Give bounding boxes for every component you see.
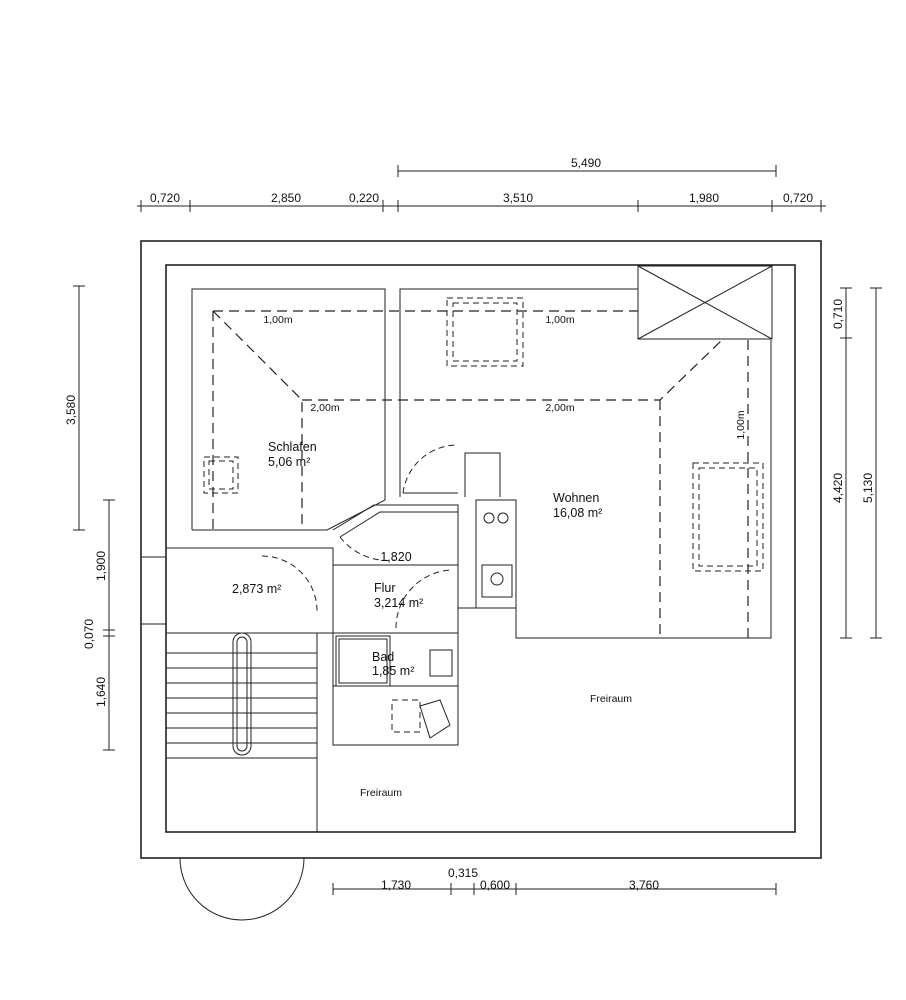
dim-right-1: 4,420 [831, 473, 845, 503]
skylight-schlafen-inner [208, 460, 234, 490]
dim-left-0: 3,580 [64, 395, 78, 425]
flur-width-label: 1,820 [380, 550, 411, 564]
dim-top-2: 0,220 [349, 191, 379, 205]
room-freiraum-right: Freiraum [590, 693, 632, 705]
dim-left-3: 1,640 [94, 677, 108, 707]
skylight-top-inner [452, 302, 518, 362]
entrance-bay [179, 857, 305, 921]
room-flur-area: 3,214 m² [374, 596, 423, 610]
dim-right-2: 5,130 [861, 473, 875, 503]
height-label-5: 1,00m [735, 410, 747, 439]
dim-top-0: 0,720 [150, 191, 180, 205]
dim-top-4: 1,980 [689, 191, 719, 205]
door-swing-flur-lower [395, 569, 453, 629]
toilet-area [391, 699, 421, 733]
wohnen-walls [399, 288, 638, 497]
height-label-3: 2,00m [310, 402, 339, 414]
dim-top-overall: 5,490 [571, 156, 601, 170]
skylight-right [692, 462, 764, 572]
height-label-1: 1,00m [263, 314, 292, 326]
dim-top-3: 3,510 [503, 191, 533, 205]
dim-left-1: 1,900 [94, 551, 108, 581]
skylight-top [446, 297, 524, 367]
dim-bottom-1: 0,315 [448, 866, 478, 880]
dim-bottom-3: 3,760 [629, 878, 659, 892]
stair-treads [166, 632, 317, 759]
toilet [419, 699, 451, 739]
room-bad-area: 1,85 m² [372, 664, 414, 678]
dim-bottom-2: 0,600 [480, 878, 510, 892]
bad-walls [332, 632, 459, 746]
roof-slope-lines [212, 310, 749, 638]
void-crossed [637, 265, 773, 340]
room-wohnen-area: 16,08 m² [553, 506, 602, 520]
skylight-right-inner [698, 467, 758, 567]
room-stair-area: 2,873 m² [232, 582, 281, 596]
dim-top-5: 0,720 [783, 191, 813, 205]
room-schlafen-name: Schlafen [268, 440, 317, 454]
skylight-schlafen [203, 456, 239, 494]
dim-right-0: 0,710 [831, 299, 845, 329]
door-swing-stair [261, 555, 318, 613]
height-label-4: 2,00m [545, 402, 574, 414]
flur-wall-inner [339, 511, 458, 538]
room-flur-name: Flur [374, 581, 396, 595]
wohnen-walls-lower [458, 340, 772, 639]
door-swing-wohnen [402, 444, 459, 494]
door-swing-flur [339, 536, 396, 561]
chimney [464, 452, 501, 497]
dim-top-1: 2,850 [271, 191, 301, 205]
stair-room-notch [141, 556, 167, 625]
room-bad-name: Bad [372, 650, 394, 664]
dim-bottom-0: 1,730 [381, 878, 411, 892]
dimension-lines [73, 165, 882, 895]
schlafen-walls [191, 288, 386, 531]
room-wohnen-name: Wohnen [553, 491, 599, 505]
room-schlafen-area: 5,06 m² [268, 455, 310, 469]
shower-inner [338, 638, 388, 684]
height-label-2: 1,00m [545, 314, 574, 326]
dim-left-2: 0,070 [82, 619, 96, 649]
kitchen-counter [475, 499, 517, 609]
room-freiraum-bottom: Freiraum [360, 787, 402, 799]
flur-walls [332, 504, 459, 634]
washbasin [429, 649, 453, 677]
outer-wall [140, 240, 822, 859]
